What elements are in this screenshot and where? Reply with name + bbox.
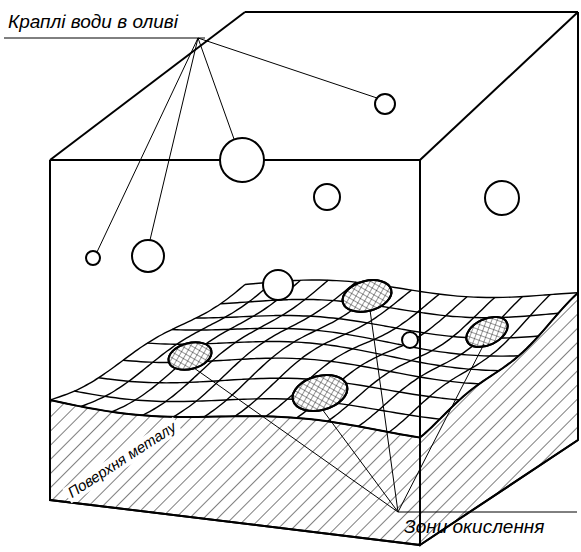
surface-grid — [50, 280, 578, 438]
grid-line — [221, 299, 559, 317]
callout-label: Краплі води в оливі — [8, 12, 178, 33]
leader-lines — [4, 38, 577, 512]
callout-label: Зони окислення — [404, 517, 544, 538]
grid-line — [99, 378, 460, 400]
water-drops — [86, 94, 519, 348]
metal-block — [50, 293, 578, 545]
surface-label: Поверхня металу — [62, 417, 181, 503]
oxidation-zones — [165, 275, 512, 417]
grid-line — [245, 280, 578, 298]
grid-line — [389, 295, 550, 433]
grid-line — [50, 400, 420, 438]
oil-container — [50, 12, 578, 545]
grid-line — [266, 294, 439, 416]
grid-line — [328, 298, 495, 422]
metal-hatch — [420, 293, 578, 545]
grid-line — [420, 293, 578, 438]
